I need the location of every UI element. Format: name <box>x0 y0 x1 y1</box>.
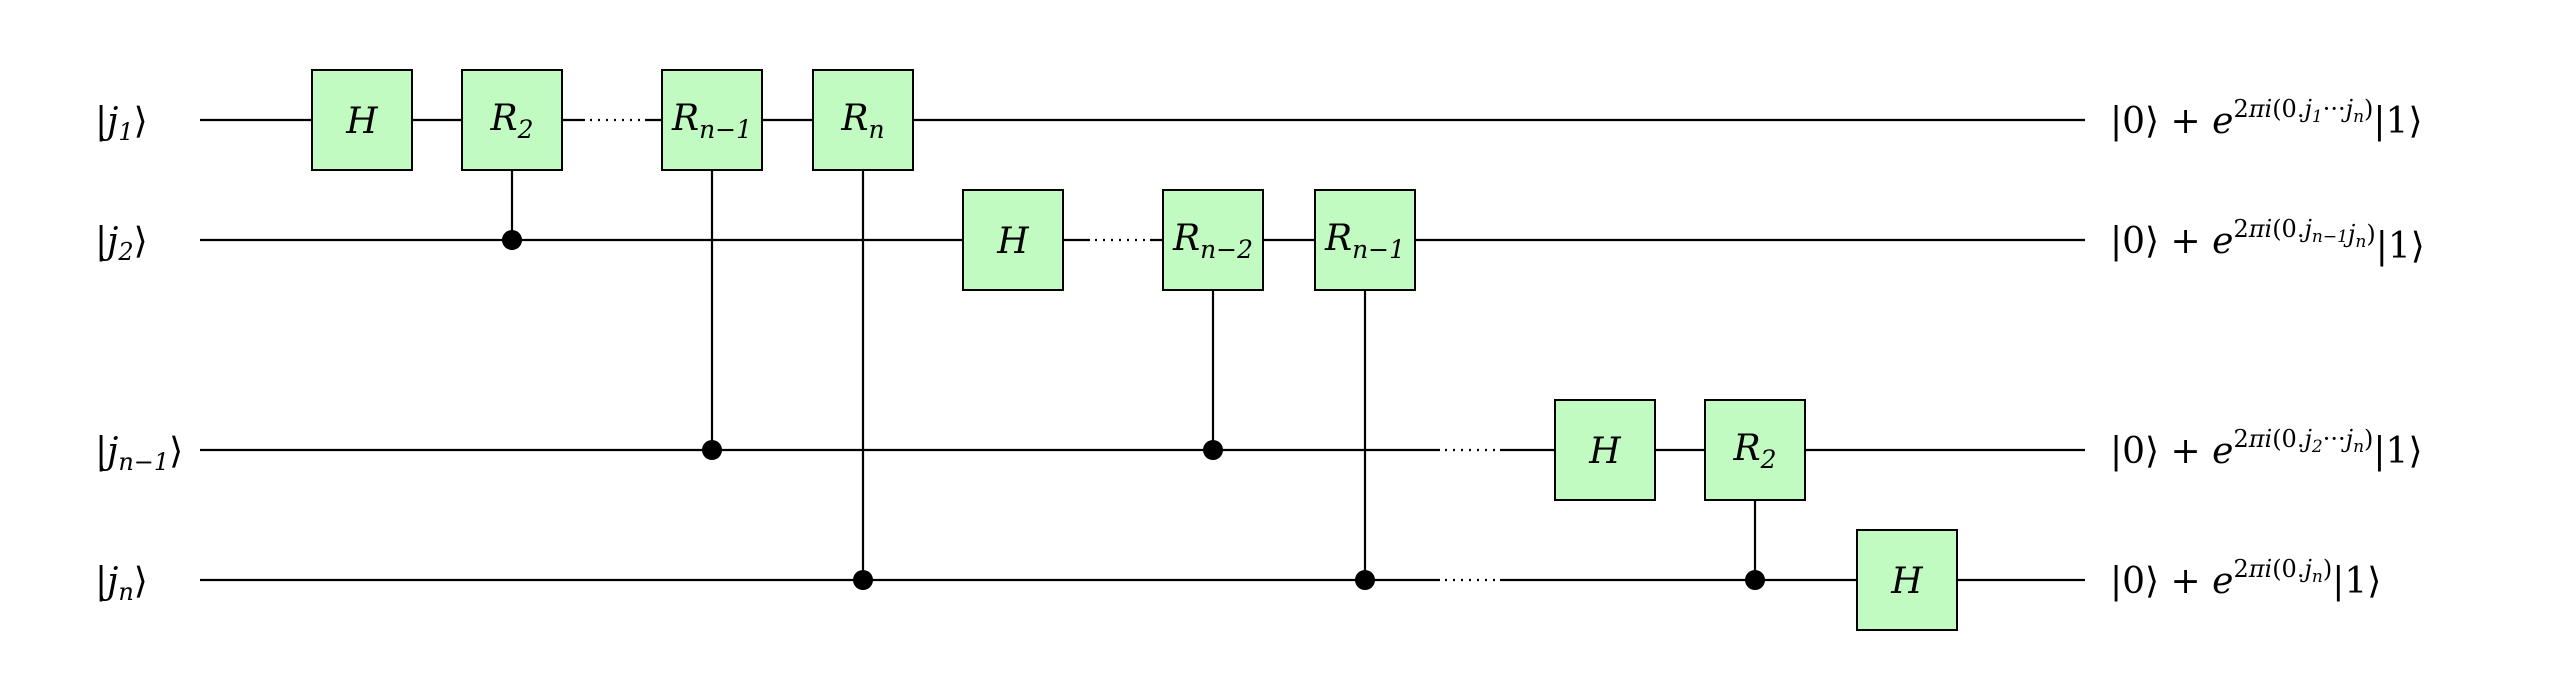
gate-r2-q1: R2 <box>461 69 563 171</box>
svg-text:H: H <box>345 101 378 142</box>
control-dot <box>502 230 522 250</box>
input-ket-j1: |j1⟩ <box>95 101 148 146</box>
control-dot <box>702 440 722 460</box>
gate-hadamard-q1: H <box>311 69 413 171</box>
svg-text:Rn−1: Rn−1 <box>671 98 752 144</box>
svg-text:R2: R2 <box>1732 428 1776 474</box>
control-dot <box>853 570 873 590</box>
control-lines <box>510 170 1757 580</box>
control-dot <box>1203 440 1223 460</box>
svg-text:Rn: Rn <box>840 98 884 144</box>
svg-text:R2: R2 <box>489 98 533 144</box>
input-ket-jn: |jn⟩ <box>95 561 148 606</box>
input-ket-jn-1: |jn−1⟩ <box>95 431 183 476</box>
output-labels: |0⟩ + e2πi(0.j1···jn)|1⟩ |0⟩ + e2πi(0.jn… <box>2110 95 2425 602</box>
control-dot <box>1745 570 1765 590</box>
gate-r2-qn-1: R2 <box>1704 399 1806 501</box>
gate-rn-1-q1: Rn−1 <box>661 69 763 171</box>
gate-rn-q1: Rn <box>812 69 914 171</box>
gate-rn-1-q2: Rn−1 <box>1314 189 1416 291</box>
svg-text:H: H <box>1588 431 1621 472</box>
input-labels: |j1⟩ |j2⟩ |jn−1⟩ |jn⟩ <box>95 101 183 606</box>
gate-rn-2-q2: Rn−2 <box>1162 189 1264 291</box>
svg-text:Rn−1: Rn−1 <box>1324 218 1405 264</box>
output-state-n-1: |0⟩ + e2πi(0.j2···jn)|1⟩ <box>2110 425 2422 472</box>
input-ket-j2: |j2⟩ <box>95 221 148 266</box>
svg-text:Rn−2: Rn−2 <box>1172 218 1253 264</box>
control-dots <box>502 230 1765 590</box>
output-state-1: |0⟩ + e2πi(0.j1···jn)|1⟩ <box>2110 95 2422 142</box>
gate-hadamard-qn: H <box>1856 529 1958 631</box>
output-state-2: |0⟩ + e2πi(0.jn−1jn)|1⟩ <box>2110 215 2425 267</box>
gate-hadamard-qn-1: H <box>1554 399 1656 501</box>
svg-text:H: H <box>1890 561 1923 602</box>
output-state-n: |0⟩ + e2πi(0.jn)|1⟩ <box>2110 555 2381 602</box>
control-dot <box>1355 570 1375 590</box>
gates: H R2 Rn−1 Rn H Rn−2 Rn−1 H <box>311 69 1958 631</box>
gate-hadamard-q2: H <box>962 189 1064 291</box>
svg-text:H: H <box>996 221 1029 262</box>
qubit-wires <box>200 118 2085 582</box>
